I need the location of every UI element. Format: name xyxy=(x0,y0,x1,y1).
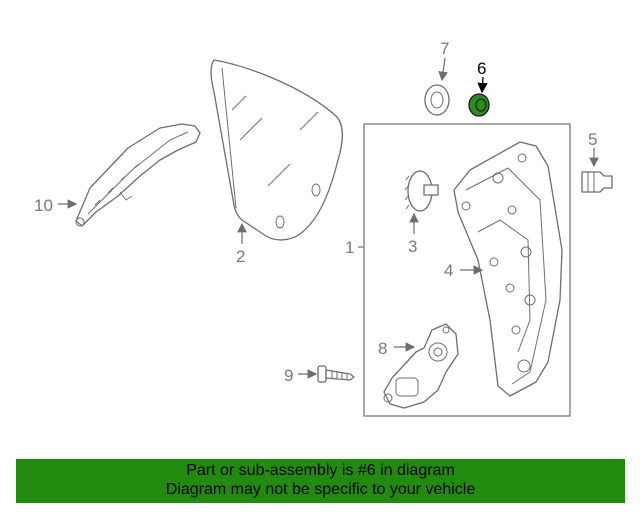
part-10-guide-rail xyxy=(75,123,201,227)
info-banner: Part or sub-assembly is #6 in diagram Di… xyxy=(16,459,625,503)
callout-8: 8 xyxy=(378,339,387,358)
callout-2: 2 xyxy=(236,247,245,266)
part-6-nut xyxy=(468,93,490,117)
callout-1: 1 xyxy=(345,238,354,257)
callout-6-highlighted: 6 xyxy=(477,59,486,78)
callout-10: 10 xyxy=(34,196,53,215)
part-2-door-glass xyxy=(210,59,343,241)
banner-line-2: Diagram may not be specific to your vehi… xyxy=(165,481,476,498)
part-4-regulator xyxy=(453,141,563,397)
callout-7: 7 xyxy=(440,39,449,58)
part-9-screw xyxy=(317,365,355,383)
callout-4: 4 xyxy=(444,261,453,280)
part-8-motor xyxy=(383,323,459,409)
callout-9: 9 xyxy=(284,366,293,385)
part-3-gear xyxy=(404,170,439,212)
part-5-bolt xyxy=(581,171,613,193)
banner-line-1: Part or sub-assembly is #6 in diagram xyxy=(186,462,455,479)
part-7-cap xyxy=(424,84,450,116)
callout-3: 3 xyxy=(408,237,417,256)
parts-diagram: 1 2 3 4 5 6 7 8 9 10 xyxy=(34,39,613,417)
callout-5: 5 xyxy=(588,130,597,149)
assembly-frame xyxy=(358,123,571,417)
